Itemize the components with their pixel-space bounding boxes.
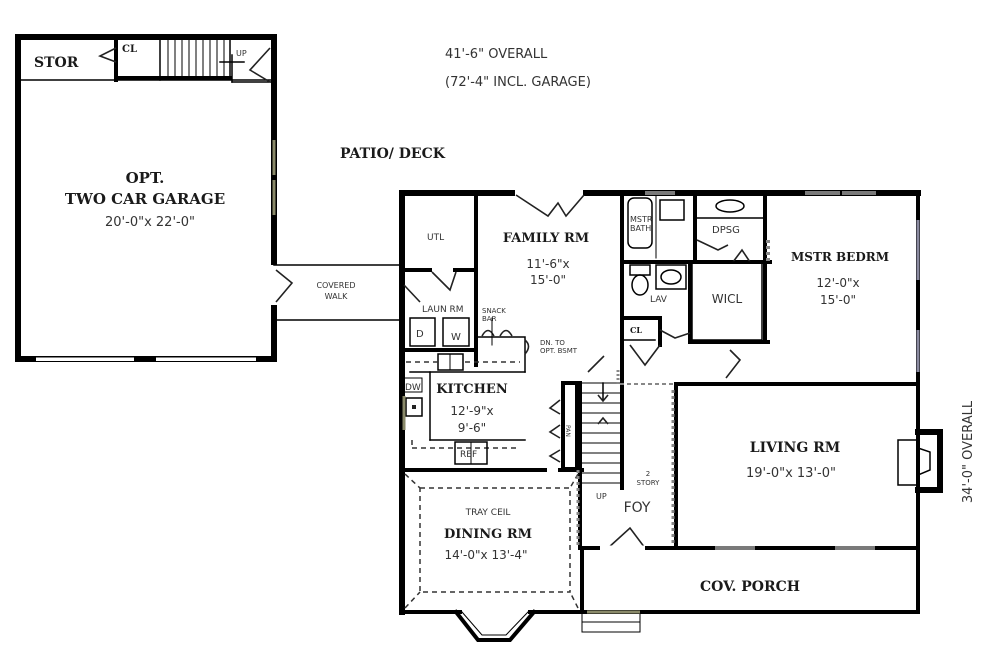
refrigerator-label: REF <box>460 450 477 460</box>
dining-tray-ceil-note: TRAY CEIL <box>465 508 511 518</box>
foyer-2-story-note-1: 2 <box>646 470 650 478</box>
garage-dims: 20'-0"x 22'-0" <box>105 215 195 230</box>
mstr-bath-label-2: BATH <box>630 224 651 233</box>
dining-rm-label: DINING RM <box>444 527 532 542</box>
pantry-label: PAN <box>564 425 571 437</box>
covered-walk-label-2: WALK <box>325 292 348 301</box>
garage-cl-label: CL <box>122 44 137 55</box>
living-rm-label: LIVING RM <box>750 440 841 456</box>
utility-laundry-walls <box>400 191 478 367</box>
garage-opt-label: OPT. <box>126 169 165 187</box>
dn-to-bsmt-label-1: DN. TO <box>540 339 565 347</box>
mstr-bedrm-dims-2: 15'-0" <box>820 293 856 307</box>
cov-porch-label: COV. PORCH <box>700 579 800 595</box>
washer-label: W <box>451 332 461 343</box>
living-room-walls <box>620 382 943 550</box>
stor-label: STOR <box>34 55 79 71</box>
dining-tray-ceiling <box>404 470 580 609</box>
dishwasher-label: DW <box>405 383 421 393</box>
master-bath-closets <box>616 191 772 385</box>
dn-to-bsmt-label-2: OPT. BSMT <box>540 347 578 355</box>
covered-walk-label-1: COVERED <box>316 281 355 290</box>
garage-up-label: UP <box>236 49 247 58</box>
patio-deck-label: PATIO/ DECK <box>340 146 446 162</box>
mstr-bedrm-dims-1: 12'-0"x <box>816 276 859 290</box>
laun-label: LAUN RM <box>422 305 464 315</box>
garage-block <box>15 34 294 362</box>
foyer-2-story-note-2: STORY <box>637 479 661 487</box>
snack-bar-label-2: BAR <box>482 315 497 323</box>
hall-cl-label: CL <box>630 325 642 335</box>
family-rm-dims-1: 11'-6"x <box>526 257 569 271</box>
stair-and-pantry <box>400 355 624 550</box>
foyer-label: FOY <box>624 500 651 516</box>
snack-bar-label-1: SNACK <box>482 307 506 315</box>
family-rm-dims-2: 15'-0" <box>530 273 566 287</box>
foyer-stair-up-label: UP <box>596 492 607 501</box>
covered-walk <box>273 264 401 321</box>
kitchen-label: KITCHEN <box>436 382 508 397</box>
wicl-label: WICL <box>712 292 743 306</box>
kitchen-dims-1: 12'-9"x <box>450 404 493 418</box>
dpsg-label: DPSG <box>712 225 740 236</box>
overall-width-incl-garage: (72'-4" INCL. GARAGE) <box>445 75 591 90</box>
mstr-bedrm-label: MSTR BEDRM <box>791 250 889 264</box>
lav-label: LAV <box>650 295 668 305</box>
dining-rm-dims: 14'-0"x 13'-4" <box>444 548 527 562</box>
kitchen-counters <box>402 317 530 465</box>
overall-depth-label: 34'-0" OVERALL <box>961 400 976 503</box>
kitchen-dims-2: 9'-6" <box>458 421 486 435</box>
overall-width-label: 41'-6" OVERALL <box>445 47 548 62</box>
living-rm-dims: 19'-0"x 13'-0" <box>746 466 836 481</box>
garage-stairs <box>167 39 245 79</box>
garage-label: TWO CAR GARAGE <box>65 190 225 208</box>
dryer-label: D <box>416 329 424 340</box>
mstr-bath-label-1: MSTR <box>630 215 653 224</box>
utl-label: UTL <box>427 233 444 243</box>
family-rm-label: FAMILY RM <box>503 231 589 246</box>
